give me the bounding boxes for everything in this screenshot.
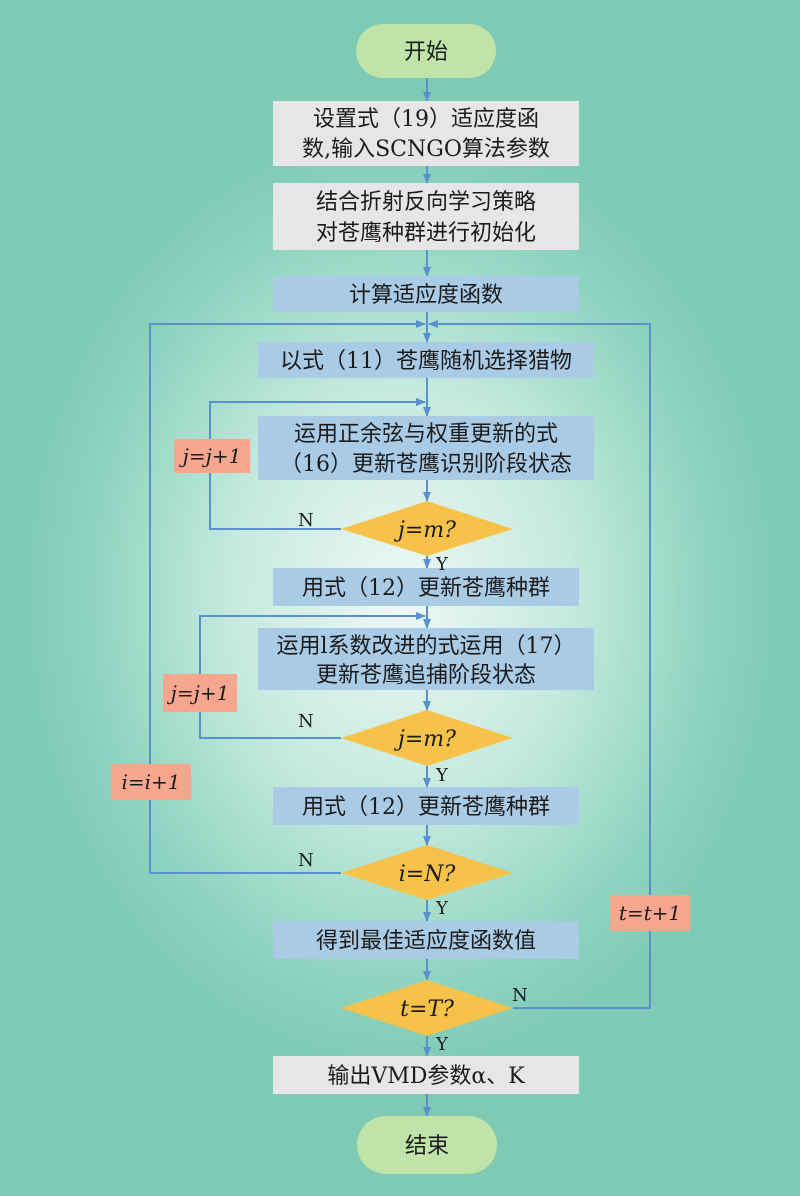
yes-label-i: Y — [435, 898, 449, 919]
loop-label-j2-text: j=j+1 — [167, 681, 230, 705]
no-label-j1: N — [298, 510, 314, 531]
update-pop2-label: 用式（12）更新苍鹰种群 — [302, 795, 550, 820]
best-fitness-label: 得到最佳适应度函数值 — [316, 929, 536, 954]
loop-label-i: i=i+1 — [111, 764, 191, 800]
no-label-i: N — [298, 850, 314, 871]
best-fitness-box: 得到最佳适应度函数值 — [273, 921, 579, 959]
start-label: 开始 — [404, 40, 448, 65]
select-prey-label: 以式（11）苍鹰随机选择猎物 — [280, 349, 572, 374]
decision-t-label: t=T? — [400, 997, 454, 1022]
yes-label-j2: Y — [435, 765, 449, 786]
set-fitness-box: 设置式（19）适应度函 数,输入SCNGO算法参数 — [273, 101, 579, 166]
loop-label-j1-text: j=j+1 — [179, 444, 242, 468]
yes-label-t: Y — [435, 1034, 449, 1055]
loop-label-i-text: i=i+1 — [121, 770, 180, 794]
calc-fitness-label: 计算适应度函数 — [349, 283, 503, 308]
decision-i-label: i=N? — [399, 862, 456, 887]
update-chase-line1: 运用l系数改进的式运用（17） — [276, 634, 575, 659]
calc-fitness-box: 计算适应度函数 — [273, 276, 579, 312]
update-pop1-box: 用式（12）更新苍鹰种群 — [273, 568, 579, 606]
yes-label-j1: Y — [435, 554, 449, 575]
end-node: 结束 — [357, 1116, 497, 1174]
output-box: 输出VMD参数α、K — [273, 1056, 579, 1094]
init-line1: 结合折射反向学习策略 — [316, 190, 536, 215]
update-chase-line2: 更新苍鹰追捕阶段状态 — [316, 663, 536, 688]
decision-t: t=T? — [341, 980, 513, 1036]
update-chase-box: 运用l系数改进的式运用（17） 更新苍鹰追捕阶段状态 — [258, 628, 594, 690]
update-pop1-label: 用式（12）更新苍鹰种群 — [302, 576, 550, 601]
decision-j2-label: j=m? — [393, 727, 456, 752]
update-identify-line1: 运用正余弦与权重更新的式 — [294, 422, 558, 447]
init-box: 结合折射反向学习策略 对苍鹰种群进行初始化 — [273, 183, 579, 250]
loop-label-j1: j=j+1 — [174, 439, 250, 473]
set-fitness-line1: 设置式（19）适应度函 — [313, 107, 539, 132]
decision-j1-label: j=m? — [393, 518, 456, 543]
decision-j1: j=m? — [341, 501, 513, 556]
loop-label-j2: j=j+1 — [163, 674, 237, 712]
start-node: 开始 — [356, 24, 496, 78]
decision-i: i=N? — [341, 845, 513, 900]
update-identify-line2: （16）更新苍鹰识别阶段状态 — [280, 452, 572, 477]
no-label-j2: N — [298, 711, 314, 732]
loop-label-t: t=t+1 — [610, 895, 690, 931]
loop-label-t-text: t=t+1 — [619, 901, 681, 925]
update-identify-box: 运用正余弦与权重更新的式 （16）更新苍鹰识别阶段状态 — [258, 416, 594, 480]
update-pop2-box: 用式（12）更新苍鹰种群 — [273, 787, 579, 825]
set-fitness-line2: 数,输入SCNGO算法参数 — [302, 137, 550, 162]
decision-j2: j=m? — [341, 710, 513, 766]
loop-i-connector — [149, 320, 426, 874]
loop-t-connector — [428, 320, 651, 1009]
output-label: 输出VMD参数α、K — [327, 1064, 525, 1089]
select-prey-box: 以式（11）苍鹰随机选择猎物 — [258, 342, 594, 378]
init-line2: 对苍鹰种群进行初始化 — [316, 221, 536, 246]
end-label: 结束 — [405, 1134, 449, 1159]
no-label-t: N — [512, 985, 528, 1006]
